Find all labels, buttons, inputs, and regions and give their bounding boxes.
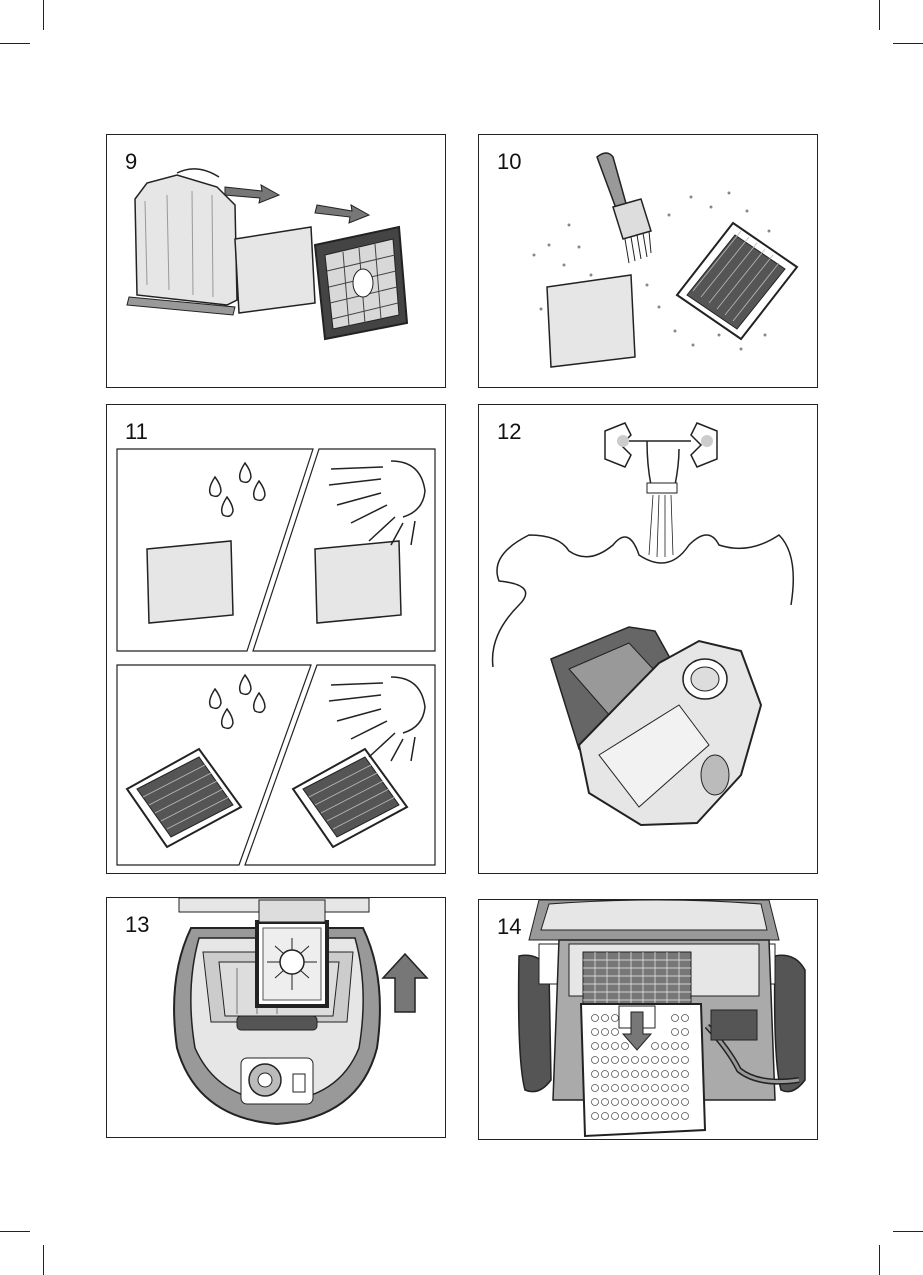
crop-mark <box>0 43 30 44</box>
step-number: 12 <box>497 419 521 445</box>
crop-mark <box>43 1245 44 1275</box>
rinse-dust-container-icon <box>479 405 818 874</box>
step-number: 13 <box>125 912 149 938</box>
remove-exhaust-filter-icon <box>107 135 446 388</box>
step-number: 11 <box>125 419 148 445</box>
step-panel-12: 12 <box>478 404 818 874</box>
crop-mark <box>0 1231 30 1232</box>
brush-clean-filters-icon <box>479 135 818 388</box>
step-panel-10: 10 <box>478 134 818 388</box>
step-panel-9: 9 <box>106 134 446 388</box>
step-number: 9 <box>125 149 137 175</box>
rear-grille-filter-icon <box>479 900 818 1140</box>
crop-mark <box>893 43 923 44</box>
crop-mark <box>879 1245 880 1275</box>
crop-mark <box>893 1231 923 1232</box>
step-number: 14 <box>497 914 521 940</box>
step-number: 10 <box>497 149 521 175</box>
step-panel-14: 14 <box>478 899 818 1140</box>
reinsert-filter-icon <box>107 898 446 1138</box>
step-panel-11: 11 <box>106 404 446 874</box>
crop-mark <box>879 0 880 30</box>
step-panel-13: 13 <box>106 897 446 1138</box>
crop-mark <box>43 0 44 30</box>
wash-and-dry-filters-icon <box>107 405 446 874</box>
